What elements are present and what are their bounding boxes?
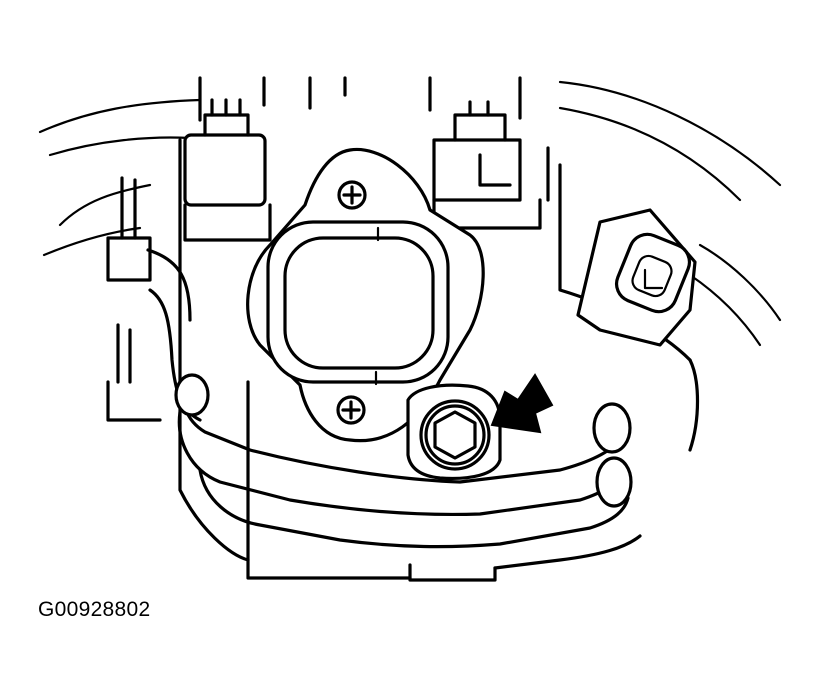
- pipes: [146, 248, 633, 549]
- figure-id-label: G00928802: [38, 598, 151, 621]
- drain-bolt-boss: [406, 383, 502, 481]
- screw-top: [337, 180, 367, 210]
- mounting-flange: [246, 147, 485, 443]
- pointer-arrow: [490, 373, 554, 434]
- right-connector: [432, 100, 542, 230]
- sensor-plug: [576, 208, 697, 347]
- left-connector: [183, 98, 272, 242]
- screw-bottom: [336, 395, 366, 425]
- left-brackets: [106, 176, 162, 422]
- background-cables: [38, 80, 782, 347]
